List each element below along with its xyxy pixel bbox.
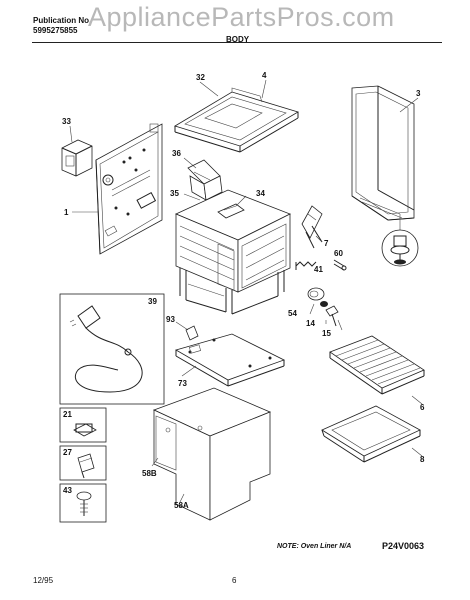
callout-6: 6: [420, 403, 425, 412]
footer-date: 12/95: [33, 576, 54, 585]
part-27-box[interactable]: [59, 445, 107, 481]
top-panel-part[interactable]: [174, 87, 299, 153]
pin-part-60[interactable]: [333, 259, 347, 271]
broiler-pan-part[interactable]: [321, 405, 421, 463]
callout-1: 1: [64, 208, 69, 217]
callout-7: 7: [324, 239, 329, 248]
callout-41: 41: [314, 265, 323, 274]
callout-93: 93: [166, 315, 175, 324]
power-cord-detail[interactable]: [59, 293, 165, 405]
vent-bracket-part[interactable]: [187, 159, 223, 201]
callout-58A: 58A: [174, 501, 189, 510]
callout-3: 3: [416, 89, 421, 98]
vent-piece-34[interactable]: [217, 203, 245, 219]
hinge-part-7[interactable]: [301, 205, 323, 249]
knob-part-54[interactable]: [307, 287, 325, 301]
callout-14: 14: [306, 319, 315, 328]
side-panel-part[interactable]: [351, 85, 415, 221]
callout-4: 4: [262, 71, 267, 80]
clip-part-14[interactable]: [320, 301, 328, 307]
callout-73: 73: [178, 379, 187, 388]
callout-60: 60: [334, 249, 343, 258]
section-title: BODY: [226, 35, 250, 44]
callout-34: 34: [256, 189, 265, 198]
storage-drawer-part[interactable]: [152, 387, 272, 521]
callout-27: 27: [63, 448, 72, 457]
callout-15: 15: [322, 329, 331, 338]
callout-36: 36: [172, 149, 181, 158]
screw-part-15[interactable]: [325, 305, 339, 327]
callout-21: 21: [63, 410, 72, 419]
oven-rack-part[interactable]: [329, 335, 425, 395]
callout-35: 35: [170, 189, 179, 198]
spring-part-41[interactable]: [295, 261, 317, 270]
header-rule: [32, 42, 442, 43]
bottom-panel-part-73[interactable]: [174, 333, 286, 387]
leveling-leg-detail[interactable]: [381, 229, 419, 267]
watermark: AppliancePartsPros.com: [88, 2, 395, 32]
oven-liner-note: NOTE: Oven Liner N/A: [277, 543, 352, 550]
callout-33: 33: [62, 117, 71, 126]
callout-58B: 58B: [142, 469, 157, 478]
bracket-part-93[interactable]: [185, 325, 199, 341]
publication-number: 5995275855: [33, 26, 78, 35]
diagram-code: P24V0063: [382, 541, 425, 551]
part-43-box[interactable]: [59, 483, 107, 523]
publication-label: Publication No.: [33, 16, 92, 25]
bracket-part-33[interactable]: [61, 139, 93, 177]
callout-54: 54: [288, 309, 297, 318]
callout-39: 39: [148, 297, 157, 306]
part-21-box[interactable]: [59, 407, 107, 443]
callout-32: 32: [196, 73, 205, 82]
callout-8: 8: [420, 455, 425, 464]
callout-43: 43: [63, 486, 72, 495]
footer-page-number: 6: [232, 576, 237, 585]
back-panel-part[interactable]: [95, 123, 163, 255]
